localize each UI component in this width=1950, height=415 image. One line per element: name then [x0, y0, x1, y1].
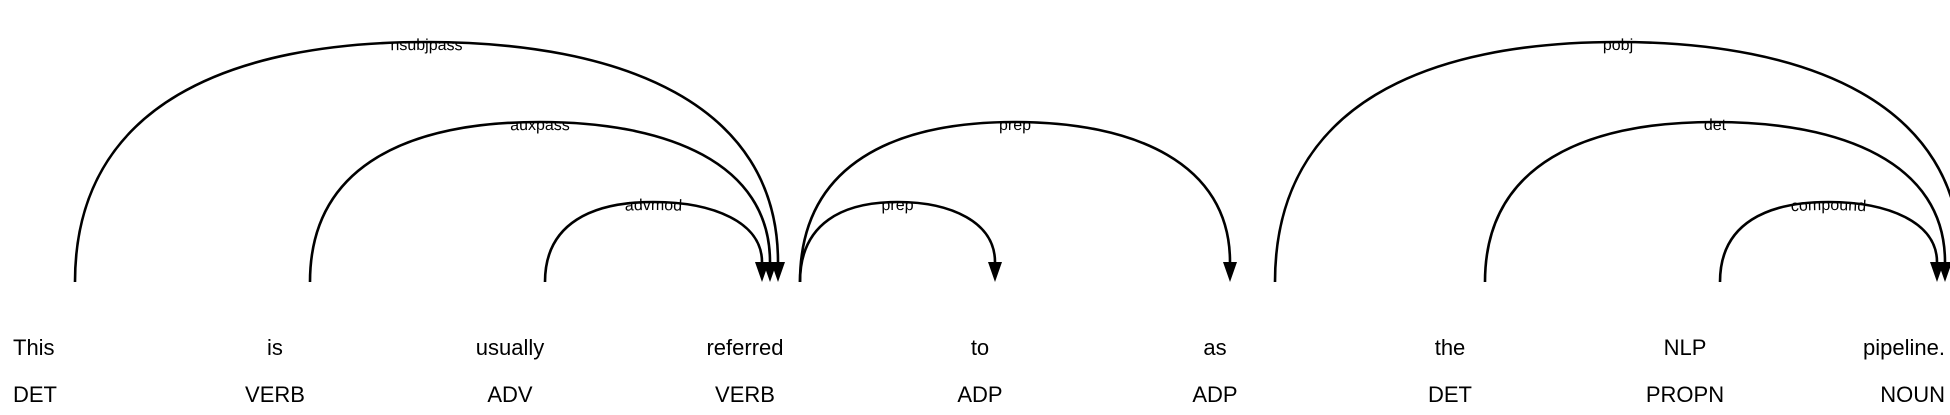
- arc-label: pobj: [1603, 37, 1633, 54]
- token-tag: DET: [13, 382, 57, 407]
- token-tag: VERB: [245, 382, 305, 407]
- arc-label: prep: [881, 197, 914, 214]
- arc-arrowhead: [755, 262, 769, 282]
- arc-arrowhead: [1930, 262, 1944, 282]
- arc-label: prep: [999, 117, 1031, 134]
- token-word: is: [267, 335, 283, 360]
- arc-label: auxpass: [510, 117, 570, 134]
- arc-label: advmod: [624, 197, 682, 215]
- arc-arrowhead: [1223, 262, 1237, 282]
- arc-label-text: compound: [1790, 197, 1866, 215]
- arc-label: det: [1704, 117, 1727, 134]
- token-word: This: [13, 335, 55, 360]
- dependency-arc: [73, 40, 780, 283]
- arc-label-text: prep: [881, 197, 914, 214]
- arc-label: nsubjpass: [390, 37, 462, 54]
- dependency-arc: [543, 200, 764, 283]
- token-word: as: [1203, 335, 1226, 360]
- token-tag: PROPN: [1646, 382, 1724, 407]
- arc-label: compound: [1790, 197, 1866, 215]
- arc-label-text: det: [1704, 117, 1727, 134]
- token-word: to: [971, 335, 989, 360]
- dependency-arc: [1718, 200, 1939, 283]
- token-tag: ADP: [957, 382, 1002, 407]
- token-word: referred: [706, 335, 783, 360]
- dependency-arc: [308, 120, 772, 283]
- token-tag: VERB: [715, 382, 775, 407]
- token-word: pipeline.: [1863, 335, 1945, 360]
- dependency-arc: [1483, 120, 1947, 283]
- token-tag: DET: [1428, 382, 1472, 407]
- arc-label-text: advmod: [624, 197, 682, 215]
- token-word: usually: [476, 335, 544, 360]
- arc-label-text: nsubjpass: [390, 37, 462, 54]
- token-word: NLP: [1664, 335, 1707, 360]
- arc-label-text: prep: [999, 117, 1031, 134]
- dependency-arc: [1273, 40, 1950, 283]
- arcs-layer: nsubjpass auxpass advmod prep prep pobj det com…: [73, 37, 1950, 283]
- token-word: the: [1435, 335, 1466, 360]
- token-tag: ADP: [1192, 382, 1237, 407]
- arc-label-text: pobj: [1603, 37, 1633, 54]
- arc-label-text: auxpass: [510, 117, 570, 134]
- dependency-arc: [798, 200, 997, 283]
- arc-arrowhead: [988, 262, 1002, 282]
- dependency-arc: [798, 120, 1232, 283]
- token-tag: ADV: [487, 382, 533, 407]
- token-tag: NOUN: [1880, 382, 1945, 407]
